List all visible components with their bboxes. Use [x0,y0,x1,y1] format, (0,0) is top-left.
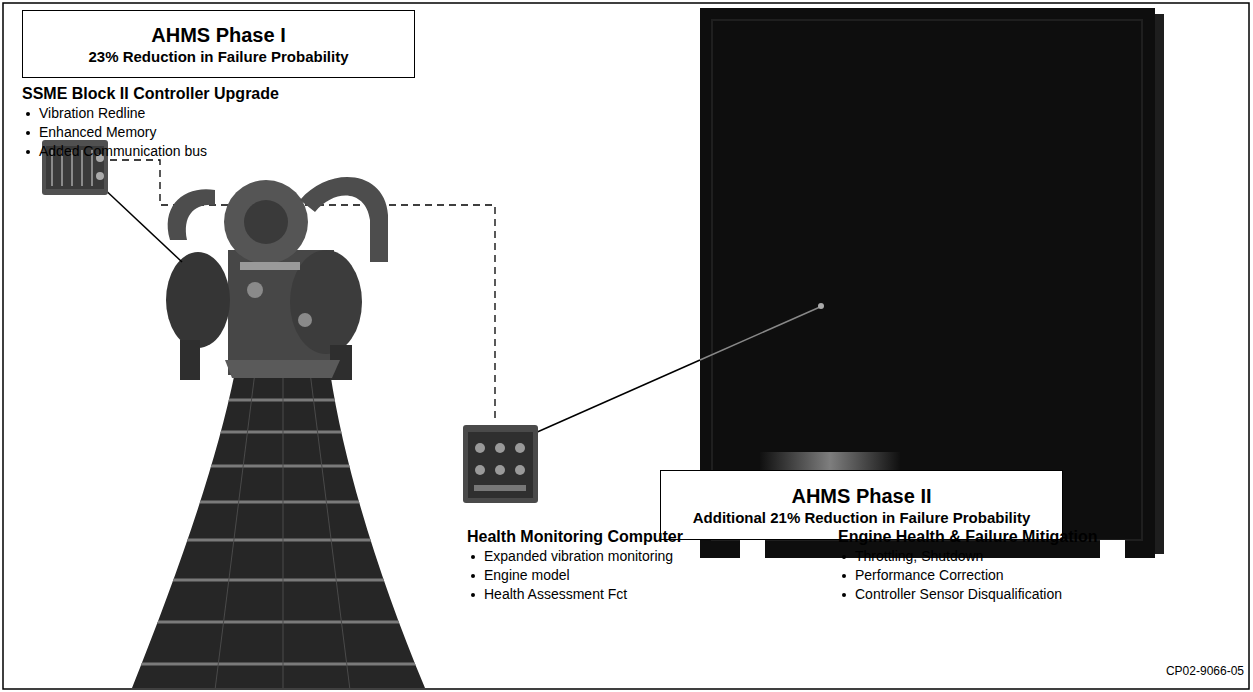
phase-subtitle: 23% Reduction in Failure Probability [88,47,348,66]
phase-title: AHMS Phase II [791,484,931,508]
bullet-text: Added Communication bus [39,142,207,161]
engine-illustration [100,177,460,690]
bullet-dot [26,131,30,135]
phase-title: AHMS Phase I [151,23,285,47]
bullet-item: Vibration Redline [22,104,145,123]
bullet-item: Added Communication bus [22,142,207,161]
figure-code: CP02-9066-05 [1166,664,1244,678]
phase-subtitle: Additional 21% Reduction in Failure Prob… [693,508,1031,527]
section-heading: Engine Health & Failure Mitigation [838,527,1098,546]
bullet-text: Performance Correction [855,566,1004,585]
bullet-text: Health Assessment Fct [484,585,627,604]
bullet-dot [842,574,846,578]
section-heading: SSME Block II Controller Upgrade [22,84,279,103]
bullet-item: Throttling, Shutdown [838,547,983,566]
bullet-text: Engine model [484,566,570,585]
bullet-text: Throttling, Shutdown [855,547,983,566]
bullet-dot [471,555,475,559]
phase-box: AHMS Phase I23% Reduction in Failure Pro… [22,10,415,78]
bullet-item: Enhanced Memory [22,123,157,142]
bullet-dot [471,593,475,597]
bullet-item: Engine model [467,566,570,585]
bullet-dot [842,555,846,559]
figure-frame [3,3,1249,689]
bullet-text: Expanded vibration monitoring [484,547,673,566]
bullet-dot [471,574,475,578]
bullet-text: Enhanced Memory [39,123,157,142]
section-heading: Health Monitoring Computer [467,527,683,546]
bullet-dot [842,593,846,597]
bullet-item: Expanded vibration monitoring [467,547,673,566]
bullet-text: Controller Sensor Disqualification [855,585,1062,604]
bullet-dot [26,112,30,116]
bullet-text: Vibration Redline [39,104,145,123]
bullet-item: Health Assessment Fct [467,585,627,604]
bullet-item: Performance Correction [838,566,1004,585]
bullet-dot [26,150,30,154]
bullet-item: Controller Sensor Disqualification [838,585,1062,604]
